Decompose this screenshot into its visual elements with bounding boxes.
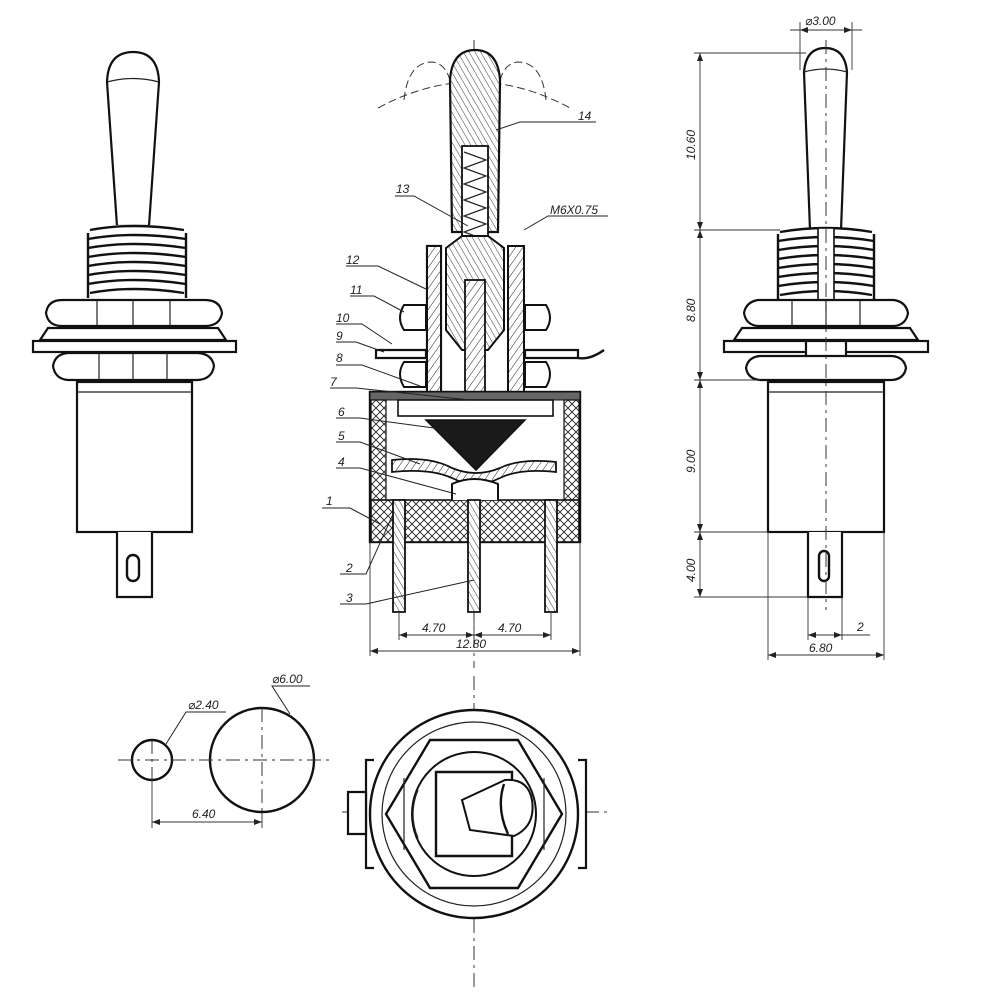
side-body-width-label: 6.80 — [809, 641, 833, 655]
part-label-10: 10 — [336, 311, 350, 325]
cross-section-view — [322, 40, 608, 668]
part-label-1: 1 — [326, 494, 333, 508]
part-label-2: 2 — [345, 561, 353, 575]
part-label-8: 8 — [336, 351, 343, 365]
part-label-6: 6 — [338, 405, 345, 419]
part-label-14: 14 — [578, 109, 592, 123]
part-label-5: 5 — [338, 429, 345, 443]
part-label-4: 4 — [338, 455, 345, 469]
pin-pitch-left-label: 4.70 — [422, 621, 446, 635]
hole-large-label: ⌀6.00 — [272, 672, 303, 686]
terminal-length-label: 4.00 — [684, 558, 698, 582]
part-label-11: 11 — [350, 283, 362, 297]
part-label-9: 9 — [336, 329, 343, 343]
panel-cutout-view — [118, 685, 330, 828]
front-external-view — [31, 50, 238, 599]
part-label-3: 3 — [346, 591, 353, 605]
hole-small-label: ⌀2.40 — [188, 698, 219, 712]
toggle-diameter-label: ⌀3.00 — [805, 14, 836, 28]
part-label-12: 12 — [346, 253, 360, 267]
lever-height-label: 10.60 — [684, 130, 698, 160]
top-view — [342, 676, 610, 990]
hole-spacing-label: 6.40 — [192, 807, 216, 821]
part-label-13: 13 — [396, 182, 410, 196]
side-view — [694, 22, 930, 660]
pin-pitch-right-label: 4.70 — [498, 621, 522, 635]
thread-spec-label: M6X0.75 — [550, 203, 598, 217]
bushing-height-label: 8.80 — [684, 298, 698, 322]
terminal-width-label: 2 — [856, 620, 864, 634]
part-label-7: 7 — [330, 375, 338, 389]
body-height-label: 9.00 — [684, 449, 698, 473]
thread-coils — [86, 224, 188, 301]
labels: ⌀3.00 10.60 8.80 9.00 4.00 2 6.80 4.70 4… — [188, 14, 864, 821]
front-body-width-label: 12.80 — [456, 637, 486, 651]
